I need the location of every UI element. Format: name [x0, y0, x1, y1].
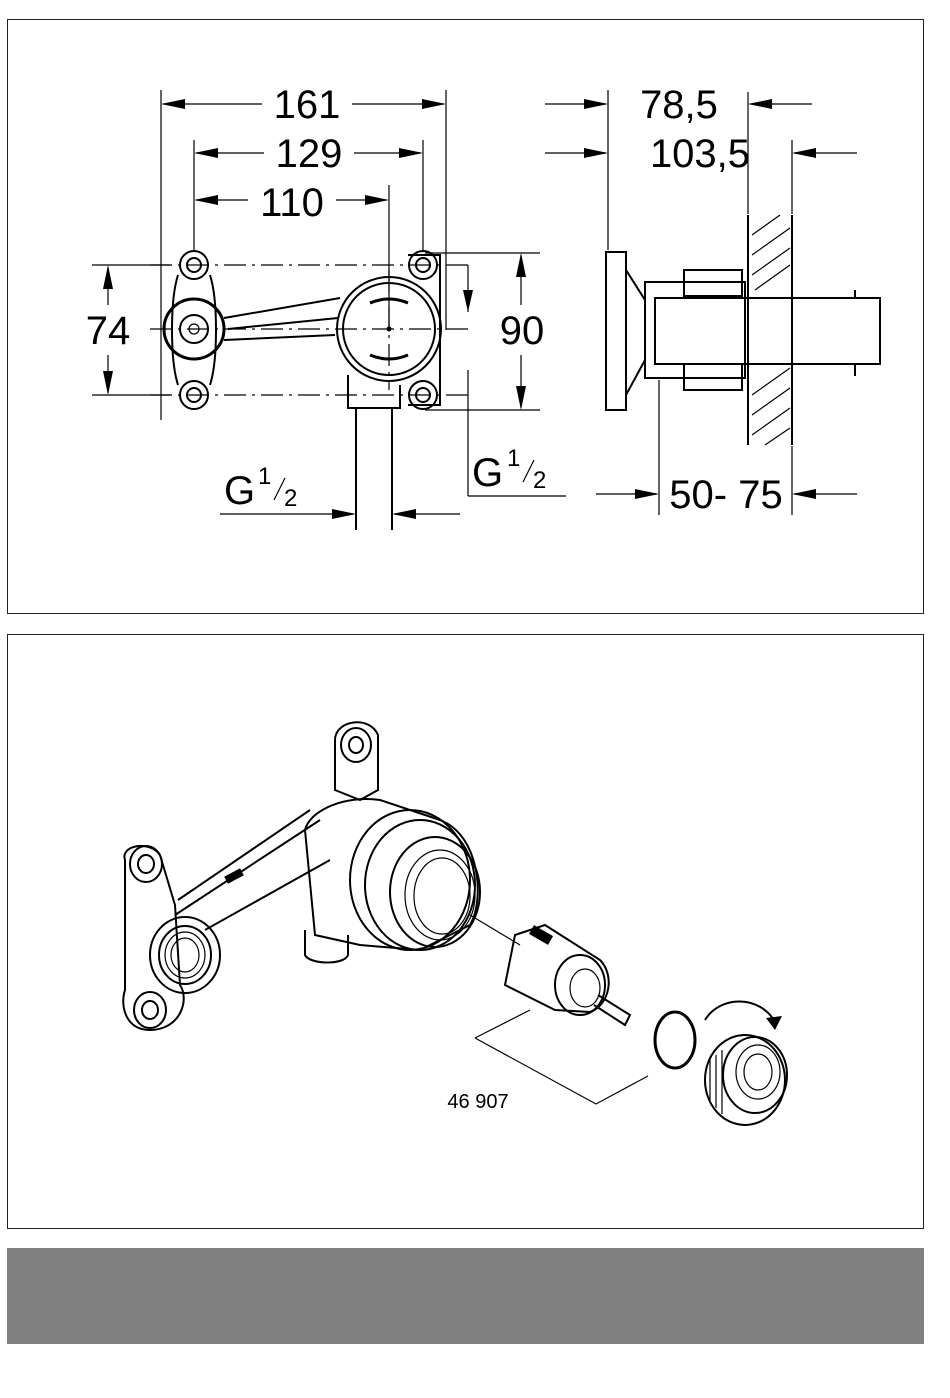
o-ring: [655, 1012, 695, 1068]
right-bracket: [335, 722, 378, 800]
valve-body: [305, 799, 480, 962]
rotation-arrow-icon: [705, 1001, 775, 1022]
cartridge: [505, 925, 630, 1025]
footer-bar: [7, 1248, 924, 1344]
connecting-arm: [175, 810, 330, 930]
exploded-view: 46 907: [0, 0, 950, 1240]
cartridge-part-number: 46 907: [447, 1091, 508, 1113]
threaded-nut: [705, 1035, 787, 1125]
left-bracket: [123, 846, 220, 1030]
